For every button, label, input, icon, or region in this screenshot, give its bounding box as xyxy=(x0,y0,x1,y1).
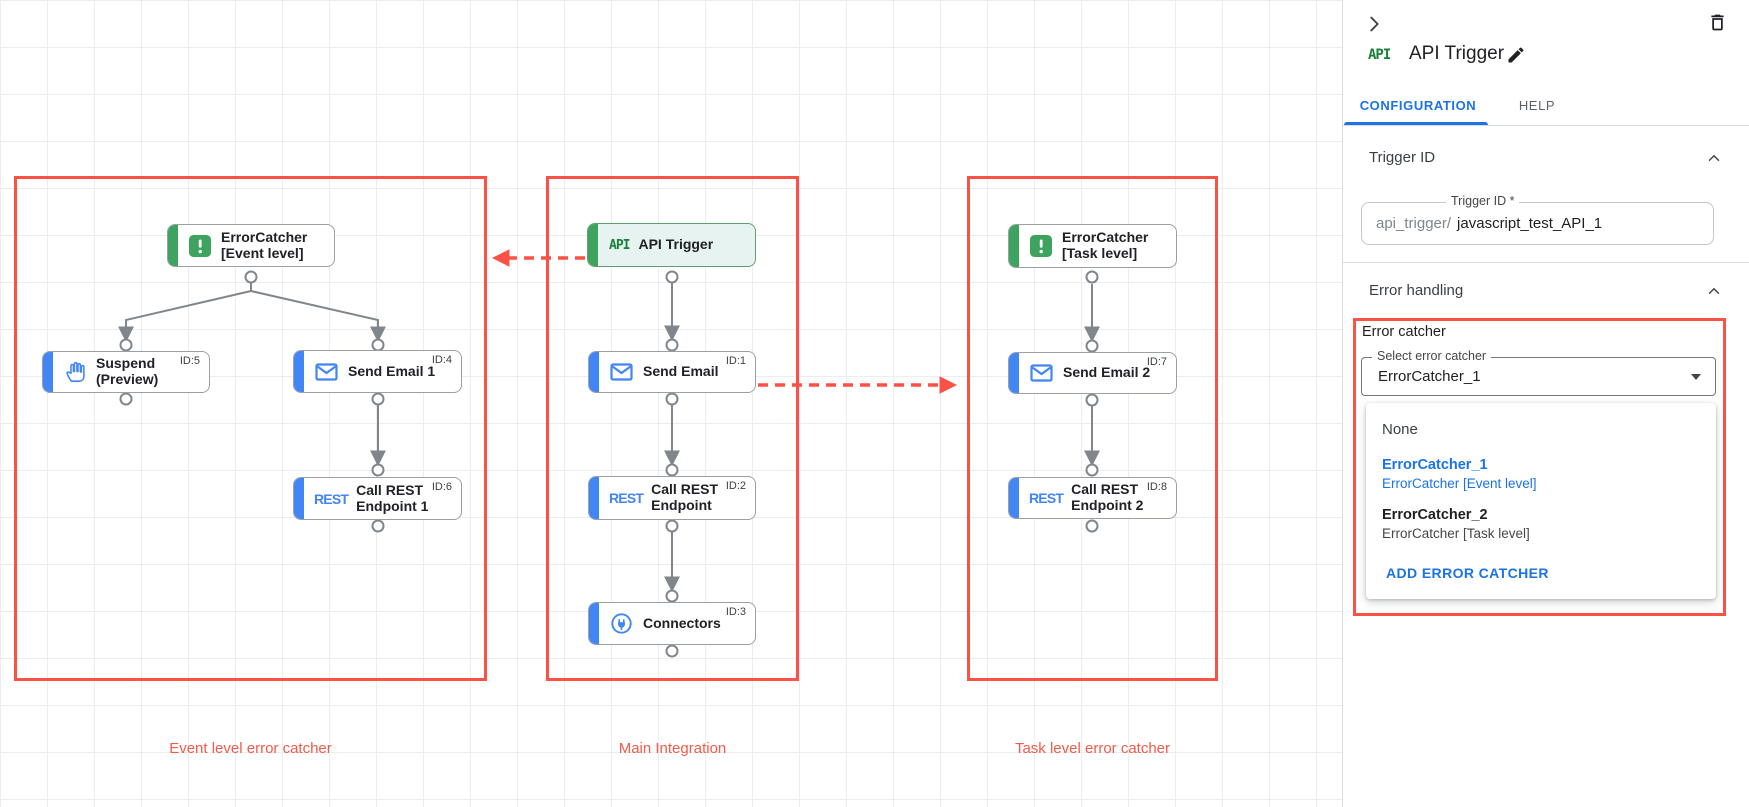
menu-item-name: ErrorCatcher_1 xyxy=(1382,457,1488,473)
node-accent-bar xyxy=(589,352,599,392)
trigger-id-field[interactable]: Trigger ID * api_trigger/ javascript_tes… xyxy=(1361,194,1714,245)
collapse-panel-icon[interactable] xyxy=(1363,13,1385,35)
node-accent-bar xyxy=(589,477,599,519)
trigger-id-prefix: api_trigger/ xyxy=(1376,215,1452,232)
task-id-badge: ID:6 xyxy=(431,481,452,493)
email-icon xyxy=(610,363,633,381)
error-catcher-menu: None ErrorCatcher_1 ErrorCatcher [Event … xyxy=(1366,403,1716,599)
edit-title-icon[interactable] xyxy=(1506,45,1526,65)
node-accent-bar xyxy=(588,224,598,266)
node-label: ErrorCatcher[Task level] xyxy=(1062,229,1149,261)
rest-logo: REST xyxy=(609,490,644,506)
email-icon xyxy=(315,362,338,381)
suspend-hand-icon xyxy=(64,361,86,383)
node-label: Send Email 1 xyxy=(348,362,436,379)
node-send-email-2[interactable]: Send Email 2 ID:7 xyxy=(1008,352,1177,394)
task-id-badge: ID:7 xyxy=(1146,356,1167,368)
node-accent-bar xyxy=(43,352,53,392)
error-catcher-icon xyxy=(189,234,211,257)
node-label: API Trigger xyxy=(638,236,714,253)
delete-trigger-icon[interactable] xyxy=(1707,12,1728,33)
menu-item-desc: ErrorCatcher [Event level] xyxy=(1382,476,1537,491)
collapse-section-error-handling-icon[interactable] xyxy=(1705,282,1723,300)
annotation-box-error-catcher xyxy=(1353,318,1726,616)
collapse-section-trigger-id-icon[interactable] xyxy=(1705,149,1723,167)
group-label-task-level: Task level error catcher xyxy=(1014,740,1171,757)
annotation-box-event-level xyxy=(14,176,487,681)
config-panel: API API Trigger CONFIGURATION HELP Trigg… xyxy=(1342,0,1749,807)
node-send-email[interactable]: Send Email ID:1 xyxy=(588,351,756,393)
node-label: Suspend(Preview) xyxy=(96,355,159,387)
api-logo: API xyxy=(609,237,631,253)
node-api-trigger[interactable]: API API Trigger xyxy=(587,223,756,267)
node-connectors[interactable]: Connectors ID:3 xyxy=(588,602,756,645)
trigger-id-field-label: Trigger ID * xyxy=(1446,194,1520,208)
error-flow-dashed-arrows xyxy=(492,249,957,394)
node-label: Connectors xyxy=(643,614,721,631)
node-label: Send Email xyxy=(643,363,719,380)
menu-item-name: ErrorCatcher_2 xyxy=(1382,507,1488,523)
add-error-catcher-button[interactable]: ADD ERROR CATCHER xyxy=(1386,565,1549,581)
select-error-catcher-label: Select error catcher xyxy=(1372,349,1492,363)
section-header-trigger-id: Trigger ID xyxy=(1369,149,1436,166)
node-errorcatcher-task-level[interactable]: ErrorCatcher[Task level] xyxy=(1008,224,1177,268)
node-accent-bar xyxy=(294,478,304,519)
error-catcher-icon xyxy=(1030,235,1052,257)
email-icon xyxy=(1030,364,1053,382)
connectors-plug-icon xyxy=(610,612,633,635)
node-send-email-1[interactable]: Send Email 1 ID:4 xyxy=(293,350,462,393)
api-logo: API xyxy=(1368,47,1391,63)
section-header-error-handling: Error handling xyxy=(1369,282,1464,299)
connection-ports xyxy=(119,270,1099,658)
dropdown-caret-icon xyxy=(1691,374,1701,380)
menu-item-desc: ErrorCatcher [Task level] xyxy=(1382,526,1530,541)
task-id-badge: ID:2 xyxy=(725,480,746,492)
annotation-box-main-integration xyxy=(546,176,799,681)
edges-layer xyxy=(118,249,1100,658)
section-divider xyxy=(1343,262,1749,263)
panel-tabs: CONFIGURATION HELP xyxy=(1343,85,1749,126)
menu-item-errorcatcher-1[interactable]: ErrorCatcher_1 ErrorCatcher [Event level… xyxy=(1366,449,1716,499)
node-label: ErrorCatcher[Event level] xyxy=(221,228,308,261)
workflow-canvas[interactable]: ErrorCatcher[Event level] Suspend(Previe… xyxy=(0,0,1343,807)
select-error-catcher-dropdown[interactable]: Select error catcher ErrorCatcher_1 xyxy=(1361,349,1716,396)
node-accent-bar xyxy=(1009,353,1019,393)
group-label-event-level: Event level error catcher xyxy=(169,740,332,757)
active-tab-underline xyxy=(1344,122,1488,125)
rest-logo: REST xyxy=(314,490,349,507)
node-suspend[interactable]: Suspend(Preview) ID:5 xyxy=(42,351,210,393)
group-label-main-integration: Main Integration xyxy=(618,740,727,757)
task-id-badge: ID:4 xyxy=(431,354,452,366)
select-error-catcher-value: ErrorCatcher_1 xyxy=(1378,368,1481,385)
node-errorcatcher-event-level[interactable]: ErrorCatcher[Event level] xyxy=(167,224,335,267)
annotation-box-task-level xyxy=(967,176,1218,681)
error-catcher-group-label: Error catcher xyxy=(1362,324,1446,340)
node-accent-bar xyxy=(1009,225,1019,267)
menu-item-errorcatcher-2[interactable]: ErrorCatcher_2 ErrorCatcher [Task level] xyxy=(1366,499,1716,549)
node-accent-bar xyxy=(294,351,304,392)
panel-title: API Trigger xyxy=(1409,43,1505,64)
tab-help[interactable]: HELP xyxy=(1518,97,1556,113)
node-label: Send Email 2 xyxy=(1063,364,1151,381)
node-accent-bar xyxy=(589,603,599,644)
gray-flow-edges xyxy=(118,283,1100,593)
task-id-badge: ID:3 xyxy=(725,606,746,618)
task-id-badge: ID:1 xyxy=(725,355,746,367)
node-accent-bar xyxy=(1009,478,1019,518)
task-id-badge: ID:5 xyxy=(179,355,200,367)
rest-logo: REST xyxy=(1029,490,1064,506)
node-accent-bar xyxy=(168,225,178,266)
menu-item-none[interactable]: None xyxy=(1382,421,1418,438)
trigger-id-value[interactable]: javascript_test_API_1 xyxy=(1457,215,1603,232)
task-id-badge: ID:8 xyxy=(1146,481,1167,493)
tab-configuration[interactable]: CONFIGURATION xyxy=(1359,97,1477,113)
